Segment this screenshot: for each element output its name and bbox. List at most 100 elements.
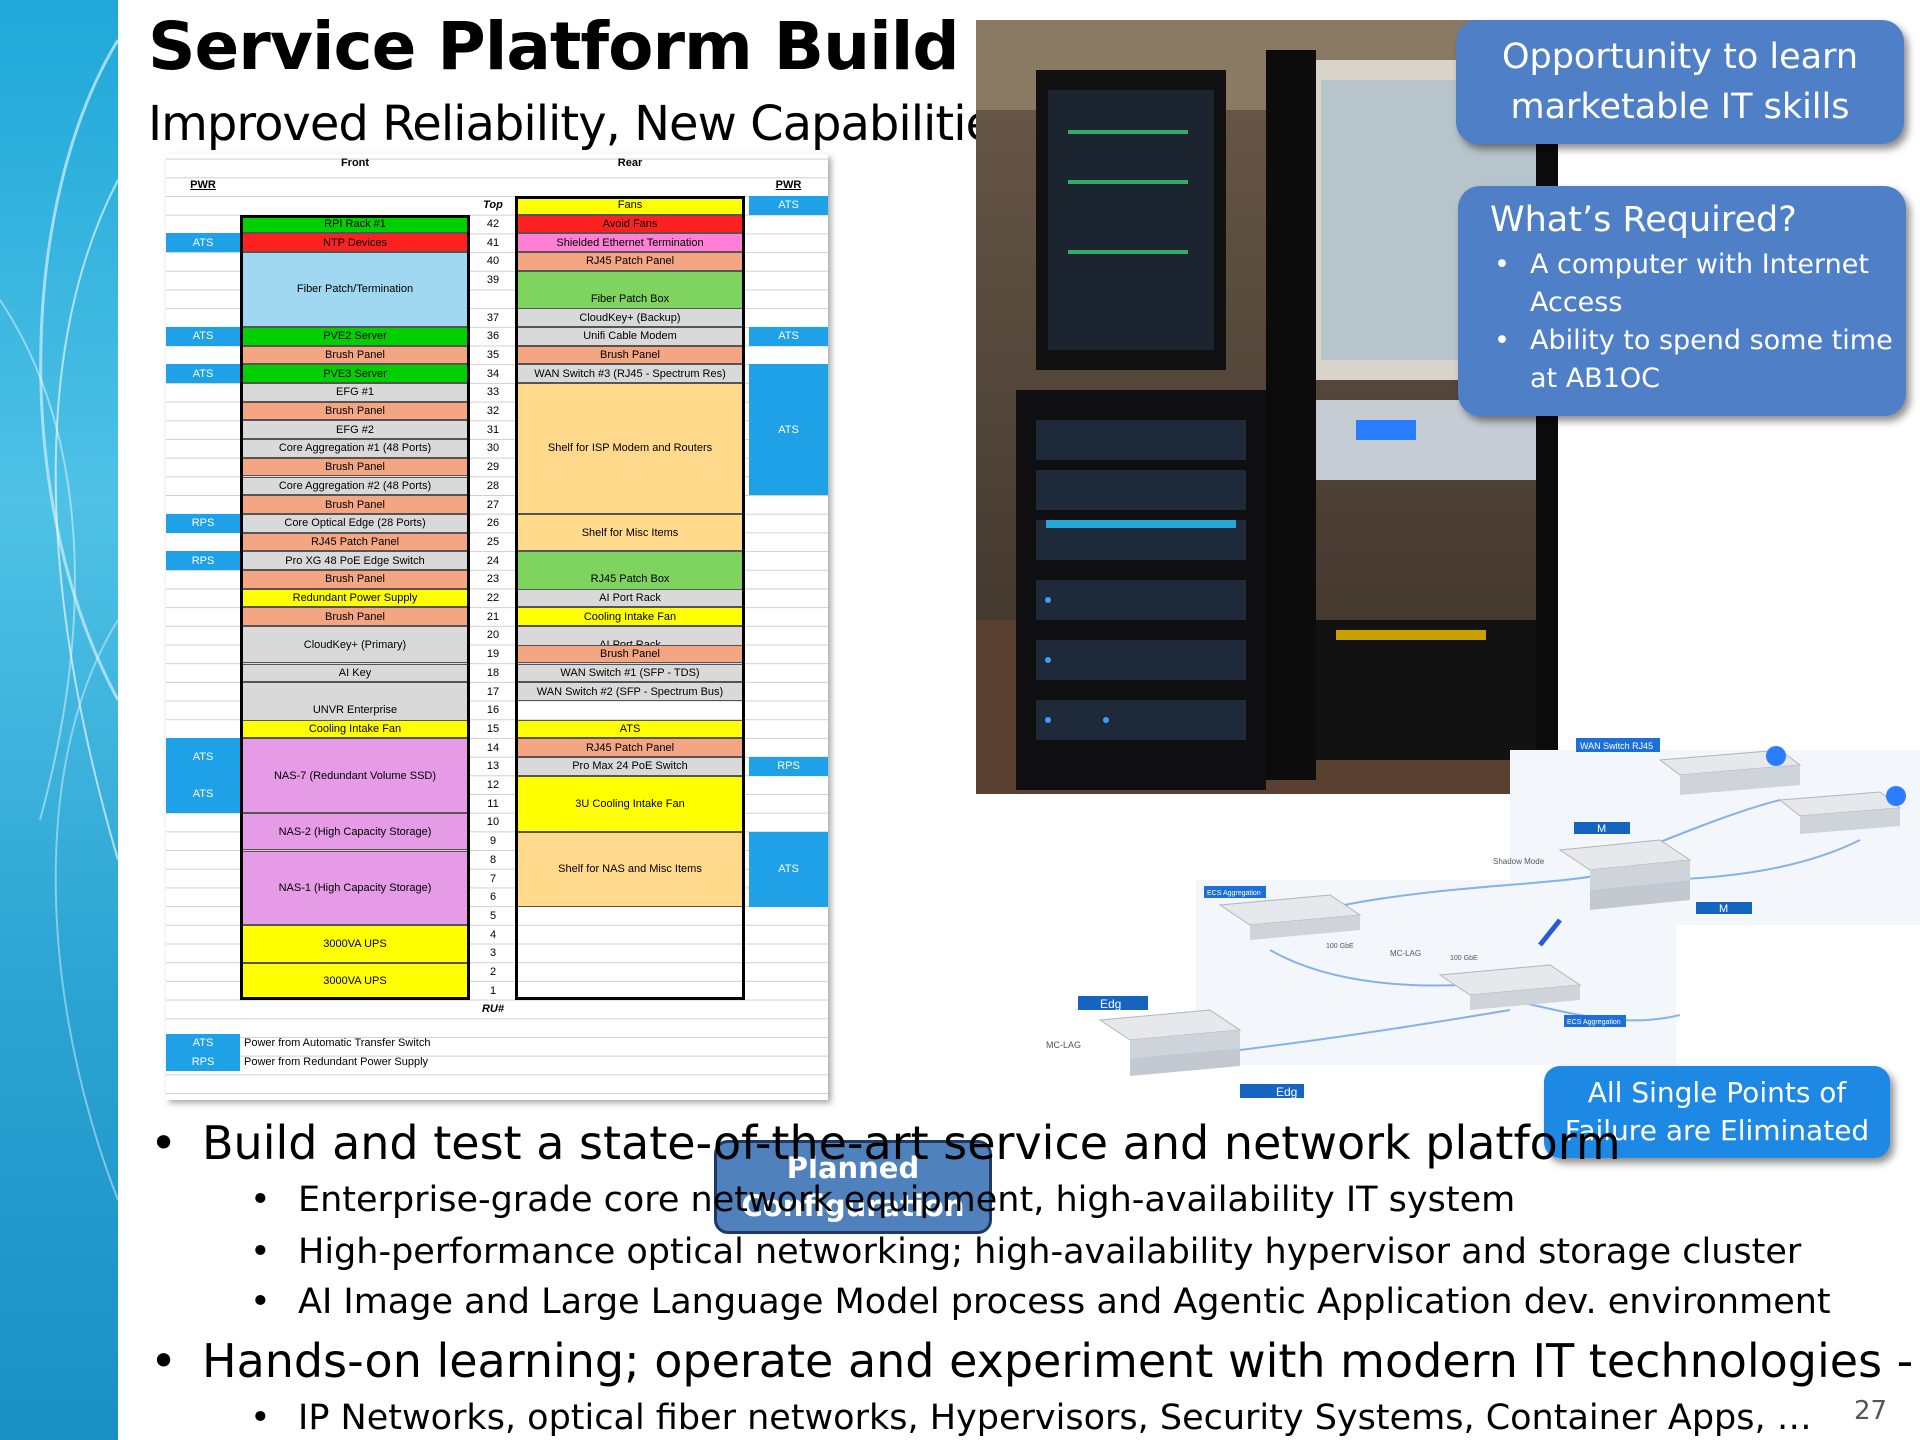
ru-number: 24 [486, 554, 500, 567]
rear-slot: Pro Max 24 PoE Switch [515, 757, 745, 776]
front-slot: Core Aggregation #2 (48 Ports) [240, 476, 470, 496]
front-slot: 3000VA UPS [240, 962, 470, 1001]
ru-number: 30 [486, 442, 500, 455]
bullet-dot: • [150, 1116, 178, 1170]
pwr-right-header: PWR [775, 179, 802, 191]
speed-label: 100 GbE [1326, 943, 1354, 950]
front-slot: Redundant Power Supply [240, 588, 470, 608]
link-line [1239, 1009, 1511, 1051]
bullet-dot: • [250, 1180, 271, 1220]
rear-slot: Cooling Intake Fan [515, 607, 745, 627]
ru-number: 26 [486, 517, 500, 530]
pwr-indicator: ATS [749, 831, 828, 907]
shadow-mode-label: Shadow Mode [1493, 857, 1545, 866]
pwr-indicator: ATS [166, 738, 240, 776]
bullet-text: Build and test a state-of-the-art servic… [202, 1116, 1621, 1170]
edge-label-box [1078, 996, 1148, 1010]
front-slot: Brush Panel [240, 607, 470, 627]
ru-number: 3 [489, 947, 497, 960]
front-slot: NAS-1 (High Capacity Storage) [240, 850, 470, 926]
ecs-aggregation-label: ECS Aggregation [1567, 1019, 1621, 1026]
wan-label-box [1576, 738, 1660, 752]
ru-number: 19 [486, 648, 500, 661]
speed-label: 100 GbE [1450, 955, 1478, 962]
slide-title: Service Platform Build [148, 8, 960, 85]
ru-number: 32 [486, 405, 500, 418]
front-slot: Pro XG 48 PoE Edge Switch [240, 551, 470, 570]
requirement-item: Ability to spend some time at AB1OC [1494, 322, 1906, 398]
ru-number: 9 [489, 835, 497, 848]
mclag-label: MC-LAG [1046, 1040, 1081, 1050]
front-slot: CloudKey+ (Primary) [240, 626, 470, 664]
ru-number: 5 [489, 909, 497, 922]
wan-switch-device [1778, 791, 1902, 834]
ru-number: 28 [486, 479, 500, 492]
network-topology-diagram: M M WAN Switch RJ45 Shadow Mode ECS Aggr… [1040, 730, 1920, 1100]
ru-number: 15 [486, 722, 500, 735]
front-slot: PVE3 Server [240, 364, 470, 383]
ru-number: 27 [486, 498, 500, 511]
wan-switch-device [1658, 749, 1802, 795]
pwr-indicator: RPS [166, 551, 240, 570]
rear-slot: CloudKey+ (Backup) [515, 308, 745, 327]
ru-number: 2 [489, 966, 497, 979]
rear-slot: AI Port Rack [515, 588, 745, 608]
ecs-aggregation-label: ECS Aggregation [1207, 890, 1261, 897]
front-slot: NTP Devices [240, 233, 470, 253]
core-switch-device [1558, 839, 1692, 910]
ru-number: 18 [486, 666, 500, 679]
page-number: 27 [1854, 1396, 1888, 1426]
pwr-indicator: ATS [749, 326, 828, 346]
ru-number: 1 [489, 984, 497, 997]
legend-text: Power from Automatic Transfer Switch [244, 1036, 431, 1049]
pwr-indicator: ATS [749, 364, 828, 496]
pwr-indicator: ATS [166, 364, 240, 383]
rack-photo-illustration [976, 20, 1558, 794]
front-header: Front [340, 157, 370, 169]
ru-number: 10 [486, 816, 500, 829]
m-label: M [1719, 903, 1728, 915]
link-line [1538, 918, 1562, 947]
rear-slot: Brush Panel [515, 644, 745, 664]
pwr-left-header: PWR [190, 179, 216, 191]
opportunity-callout: Opportunity to learn marketable IT skill… [1456, 20, 1904, 144]
ru-number: 34 [486, 367, 500, 380]
left-decorative-bar [0, 0, 118, 1440]
ru-number: 14 [486, 741, 500, 754]
rear-slot: WAN Switch #3 (RJ45 - Spectrum Res) [515, 364, 745, 383]
planned-configuration-badge: Planned Configuration [714, 1140, 992, 1234]
bullet-dot: • [150, 1334, 178, 1388]
rack-photo [976, 20, 1558, 794]
ru-number: 39 [486, 274, 500, 287]
rear-slot: Unifi Cable Modem [515, 326, 745, 346]
m-label-box [1696, 902, 1752, 914]
rear-slot: RJ45 Patch Panel [515, 738, 745, 757]
rear-slot: Avoid Fans [515, 214, 745, 234]
ru-number: 22 [486, 592, 500, 605]
requirements-list: A computer with Internet Access Ability … [1490, 246, 1906, 398]
ru-number: 8 [489, 853, 497, 866]
ru-number: 4 [489, 928, 497, 941]
front-slot: RJ45 Patch Panel [240, 532, 470, 552]
rear-slot: WAN Switch #1 (SFP - TDS) [515, 663, 745, 683]
pwr-indicator: RPS [166, 513, 240, 533]
planned-line-1: Planned [786, 1151, 920, 1185]
front-slot: PVE2 Server [240, 326, 470, 346]
rear-slot: Shelf for Misc Items [515, 513, 745, 552]
front-slot: AI Key [240, 663, 470, 683]
spof-line-1: All Single Points of [1587, 1076, 1847, 1109]
rear-slot: ATS [515, 719, 745, 739]
ru-number: 33 [486, 386, 500, 399]
mclag-label: MC-LAG [1390, 949, 1421, 958]
pwr-indicator: RPS [749, 757, 828, 776]
ecs-aggregation-device [1218, 894, 1362, 940]
legend-key: ATS [166, 1033, 240, 1053]
legend-key: RPS [166, 1052, 240, 1071]
ru-number: 16 [486, 704, 500, 717]
front-slot: Brush Panel [240, 495, 470, 514]
ecs-label-box [1564, 1015, 1626, 1027]
ru-number: 11 [487, 797, 499, 810]
ru-number: 12 [486, 779, 500, 792]
ru-number: 20 [486, 629, 500, 642]
